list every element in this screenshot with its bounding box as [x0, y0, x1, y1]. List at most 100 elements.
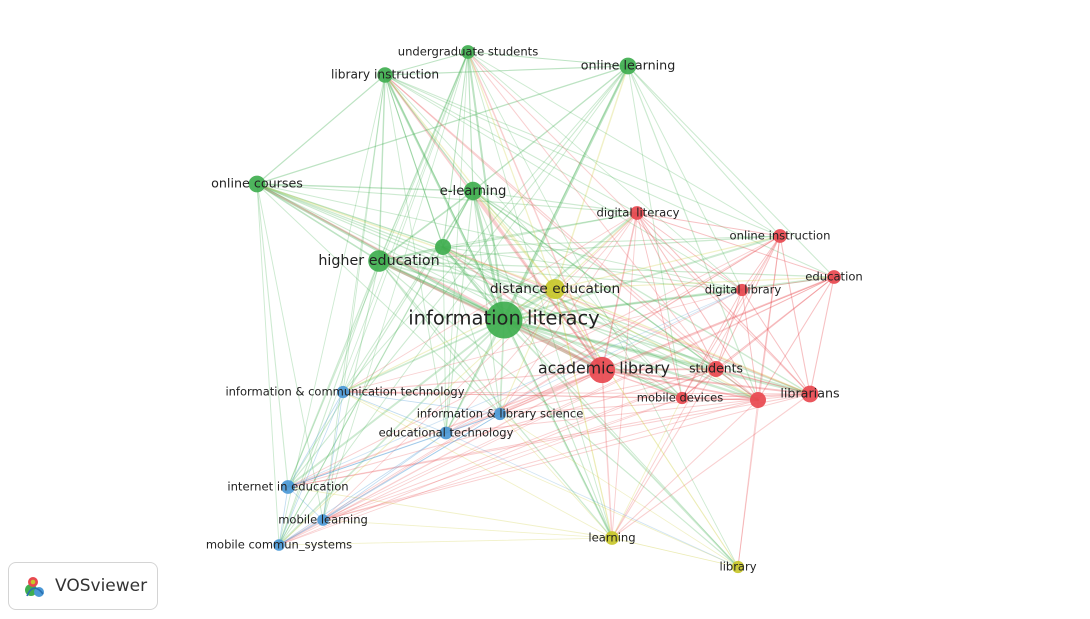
node-education[interactable] [827, 270, 841, 284]
label-internet-in-education[interactable]: internet in education [227, 480, 348, 494]
link-library-instruction-digital-library [384, 74, 743, 291]
label-information-communication-technology[interactable]: information & communication technology [225, 385, 464, 399]
link-higher-education-mobile-commun-systems [278, 260, 380, 546]
network-labels: information literacy higher education e-le… [206, 45, 863, 574]
label-mobile-commun-systems[interactable]: mobile commun_systems [206, 538, 352, 552]
link-information-literacy-students [502, 318, 718, 371]
node-unlabeled-green[interactable] [435, 239, 451, 255]
link-digital-literacy-mobile-devices [636, 212, 683, 399]
node-unlabeled-red[interactable] [750, 392, 766, 408]
link-information-literacy-internet-in-education [287, 319, 505, 488]
link-online-courses-students [256, 183, 717, 370]
link-students-internet-in-education [287, 368, 717, 488]
link-undergraduate-students-librarians [467, 51, 811, 395]
label-mobile-learning[interactable]: mobile learning [278, 513, 368, 527]
label-online-learning[interactable]: online learning [581, 58, 676, 73]
label-library[interactable]: library [720, 560, 757, 574]
link-higher-education-library [378, 260, 739, 568]
link-higher-education-unlabeled-green [378, 246, 444, 262]
node-higher-education[interactable] [368, 250, 390, 272]
label-undergraduate-students[interactable]: undergraduate students [398, 45, 539, 59]
link-undergraduate-students-information-communication-technology [342, 51, 469, 393]
link-distance-education-information-communication-technology [342, 288, 556, 393]
node-academic-library[interactable] [588, 356, 616, 384]
label-online-instruction[interactable]: online instruction [730, 229, 831, 243]
link-education-information-library-science [499, 276, 835, 415]
link-information-literacy-learning [503, 319, 613, 539]
label-academic-library[interactable]: academic library [538, 359, 670, 378]
node-information-library-science[interactable] [493, 407, 507, 421]
link-librarians-educational-technology [445, 393, 811, 434]
label-educational-technology[interactable]: educational technology [379, 426, 514, 440]
network-links [255, 51, 835, 568]
node-librarians[interactable] [801, 385, 819, 403]
link-librarians-students [715, 368, 811, 395]
link-library-instruction-education [384, 74, 835, 278]
label-online-courses[interactable]: online courses [211, 176, 303, 191]
label-librarians[interactable]: librarians [780, 386, 839, 401]
label-library-instruction[interactable]: library instruction [331, 68, 439, 82]
node-information-communication-technology[interactable] [336, 385, 350, 399]
link-e-learning-educational-technology [445, 190, 474, 434]
label-digital-literacy[interactable]: digital literacy [597, 206, 680, 220]
link-information-literacy-information-communication-technology [342, 319, 505, 393]
node-undergraduate-students[interactable] [461, 45, 475, 59]
link-unlabeled-red-mobile-learning [322, 399, 759, 521]
node-online-learning[interactable] [619, 57, 637, 75]
node-online-instruction[interactable] [773, 229, 787, 243]
link-library-instruction-digital-literacy [384, 74, 638, 214]
label-information-library-science[interactable]: information & library science [417, 407, 584, 421]
node-learning[interactable] [605, 531, 619, 545]
label-distance-education[interactable]: distance education [490, 281, 620, 297]
link-online-learning-unlabeled-red [627, 65, 759, 401]
link-librarians-information-communication-technology [342, 391, 811, 395]
node-library[interactable] [731, 560, 745, 574]
node-mobile-commun-systems[interactable] [273, 539, 285, 551]
link-unlabeled-green-mobile-commun-systems [278, 246, 444, 546]
node-digital-library[interactable] [735, 283, 749, 297]
label-higher-education[interactable]: higher education [318, 253, 439, 269]
link-higher-education-library-instruction [378, 74, 386, 262]
label-information-literacy[interactable]: information literacy [408, 307, 599, 330]
link-information-literacy-online-instruction [503, 235, 781, 321]
label-digital-library[interactable]: digital library [705, 283, 782, 297]
link-online-courses-digital-literacy [256, 183, 638, 214]
node-library-instruction[interactable] [377, 67, 393, 83]
label-education[interactable]: education [805, 270, 863, 284]
node-students[interactable] [708, 361, 724, 377]
node-information-literacy[interactable] [485, 301, 523, 339]
link-library-instruction-online-instruction [384, 74, 781, 237]
link-digital-library-internet-in-education [287, 289, 743, 488]
link-unlabeled-green-students [442, 246, 717, 370]
link-information-communication-technology-mobile-learning [322, 391, 344, 521]
node-mobile-learning[interactable] [317, 514, 329, 526]
label-learning[interactable]: learning [588, 531, 635, 545]
link-students-online-instruction [715, 235, 781, 370]
node-digital-literacy[interactable] [630, 206, 644, 220]
node-e-learning[interactable] [463, 181, 483, 201]
node-educational-technology[interactable] [439, 426, 453, 440]
link-higher-education-librarians [378, 260, 811, 395]
node-mobile-devices[interactable] [675, 391, 689, 405]
link-e-learning-undergraduate-students [467, 51, 474, 192]
link-higher-education-digital-library [378, 260, 743, 291]
link-education-mobile-devices [681, 276, 835, 399]
label-mobile-devices[interactable]: mobile devices [637, 391, 723, 405]
link-digital-library-unlabeled-red [741, 289, 759, 401]
link-education-distance-education [554, 276, 835, 290]
link-digital-literacy-education [636, 212, 835, 278]
link-digital-library-information-communication-technology [342, 289, 743, 393]
label-students[interactable]: students [689, 361, 743, 376]
node-online-courses[interactable] [248, 175, 266, 193]
link-academic-library-mobile-commun-systems [278, 369, 603, 546]
link-e-learning-learning [472, 190, 613, 539]
link-information-communication-technology-internet-in-education [287, 391, 344, 488]
node-distance-education[interactable] [545, 279, 565, 299]
link-online-learning-undergraduate-students [467, 51, 629, 67]
link-online-courses-unlabeled-green [256, 183, 444, 248]
label-e-learning[interactable]: e-learning [440, 184, 507, 199]
vosviewer-brand-badge[interactable]: VOSviewer [8, 562, 158, 610]
node-internet-in-education[interactable] [281, 480, 295, 494]
